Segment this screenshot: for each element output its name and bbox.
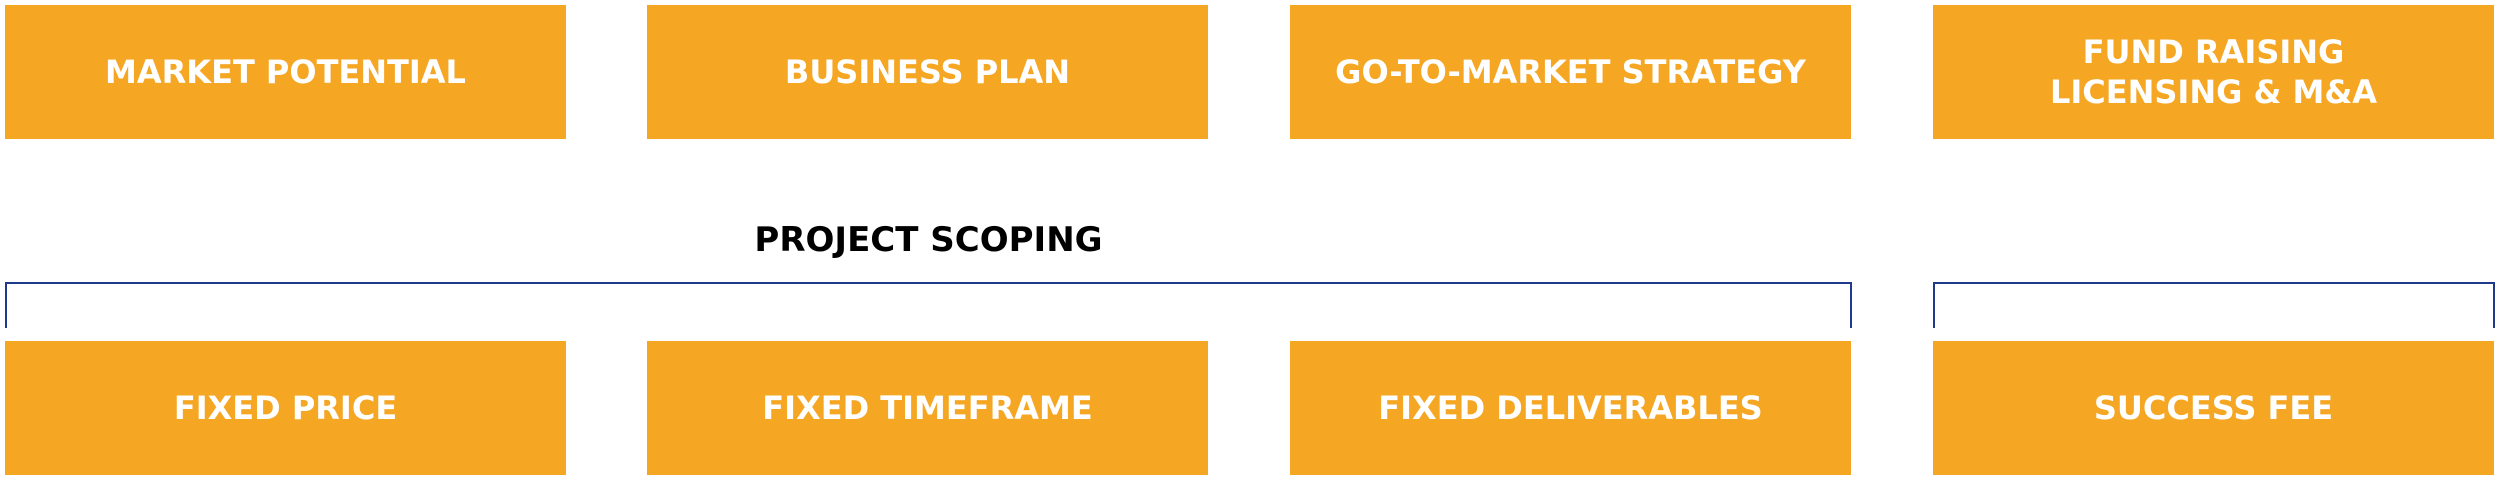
business-plan-label: BUSINESS PLAN (784, 53, 1071, 91)
project-scoping-bracket (5, 282, 1852, 328)
fund-raising-label: FUND RAISING (2082, 33, 2345, 71)
market-potential-label: MARKET POTENTIAL (105, 53, 466, 91)
fund-raising-licensing-box: FUND RAISING LICENSING & M&A (1933, 5, 2494, 139)
market-potential-box: MARKET POTENTIAL (5, 5, 566, 139)
go-to-market-strategy-label: GO-TO-MARKET STRATEGY (1335, 53, 1806, 91)
business-plan-box: BUSINESS PLAN (647, 5, 1208, 139)
fixed-timeframe-box: FIXED TIMEFRAME (647, 341, 1208, 475)
success-fee-box: SUCCESS FEE (1933, 341, 2494, 475)
fixed-price-label: FIXED PRICE (173, 389, 398, 427)
fixed-price-box: FIXED PRICE (5, 341, 566, 475)
fixed-deliverables-box: FIXED DELIVERABLES (1290, 341, 1851, 475)
licensing-ma-label: LICENSING & M&A (2049, 73, 2378, 111)
success-fee-label: SUCCESS FEE (2093, 389, 2334, 427)
go-to-market-strategy-box: GO-TO-MARKET STRATEGY (1290, 5, 1851, 139)
success-fee-bracket (1933, 282, 2495, 328)
fixed-deliverables-label: FIXED DELIVERABLES (1378, 389, 1763, 427)
project-scoping-label: PROJECT SCOPING (754, 220, 1103, 260)
fixed-timeframe-label: FIXED TIMEFRAME (762, 389, 1093, 427)
